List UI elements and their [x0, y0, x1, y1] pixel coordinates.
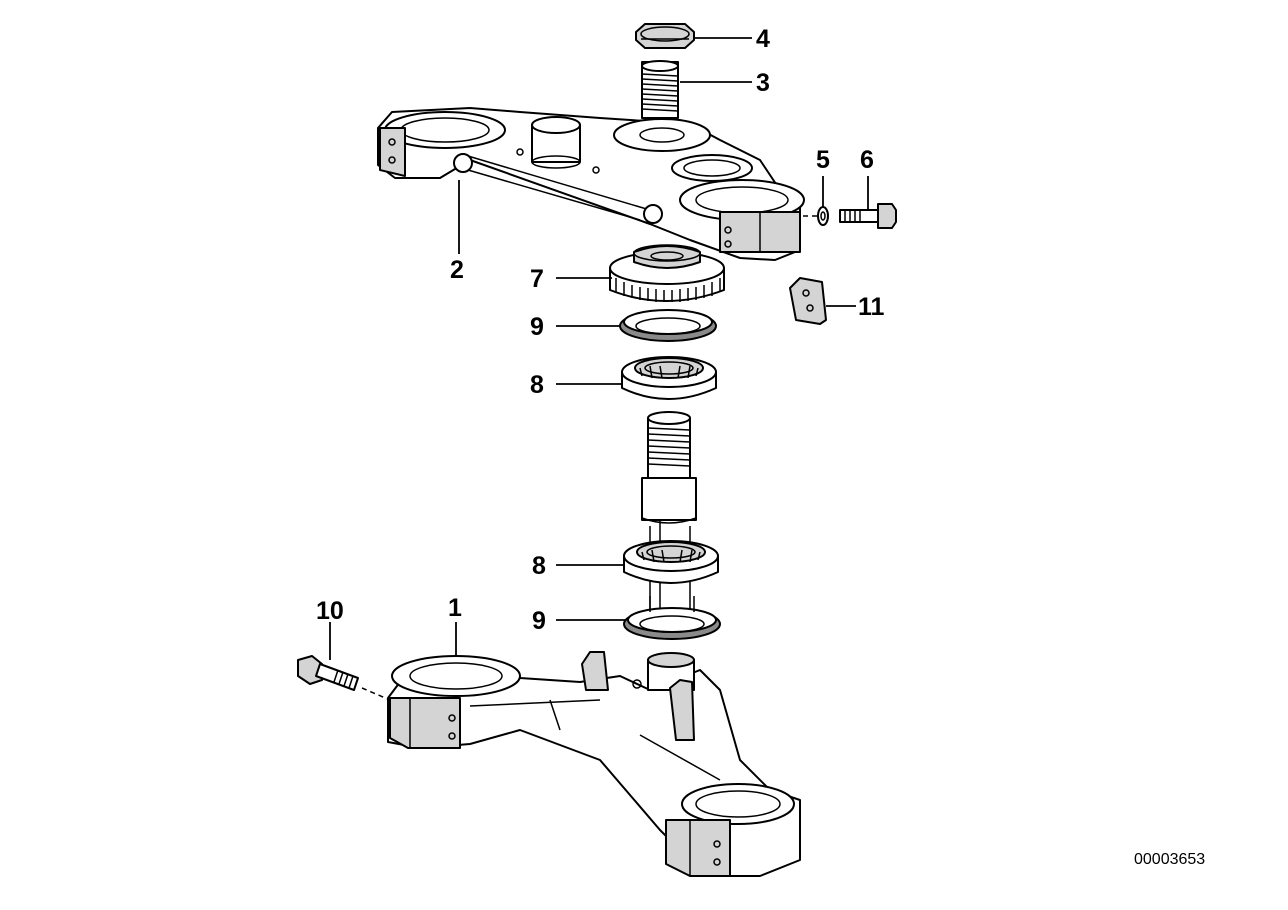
callout-11: 11: [858, 293, 885, 321]
steering-stem-shaft: [641, 411, 697, 620]
callout-9-bottom: 9: [532, 607, 546, 635]
callout-4: 4: [756, 25, 770, 53]
callout-8-bottom: 8: [532, 552, 546, 580]
callout-8-top: 8: [530, 371, 544, 399]
callout-9-top: 9: [530, 313, 544, 341]
part-3-threaded-bolt: [641, 60, 679, 119]
callout-5: 5: [816, 146, 830, 174]
leader-lines: [329, 37, 869, 660]
part-2-upper-fork-bridge: [377, 107, 805, 261]
document-number: 00003653: [1134, 851, 1205, 868]
part-11-plate: [789, 277, 827, 325]
part-5-washer: [817, 206, 829, 226]
part-9-lower-seal: [623, 596, 721, 640]
part-8-upper-bearing: [621, 356, 717, 400]
callout-2: 2: [450, 256, 464, 284]
callout-10: 10: [316, 597, 344, 625]
part-4-nut: [635, 23, 695, 49]
part-8-lower-bearing: [623, 540, 719, 584]
part-10-bolt: [297, 655, 359, 691]
callout-1: 1: [448, 594, 462, 622]
assembly-line-bolt-10: [361, 687, 391, 701]
callout-6: 6: [860, 146, 874, 174]
callout-3: 3: [756, 69, 770, 97]
part-7-adjusting-ring: [609, 244, 725, 302]
part-9-upper-seal: [619, 309, 717, 342]
part-6-bolt: [839, 203, 897, 229]
part-1-lower-fork-bridge: [387, 651, 801, 877]
callout-7: 7: [530, 265, 544, 293]
